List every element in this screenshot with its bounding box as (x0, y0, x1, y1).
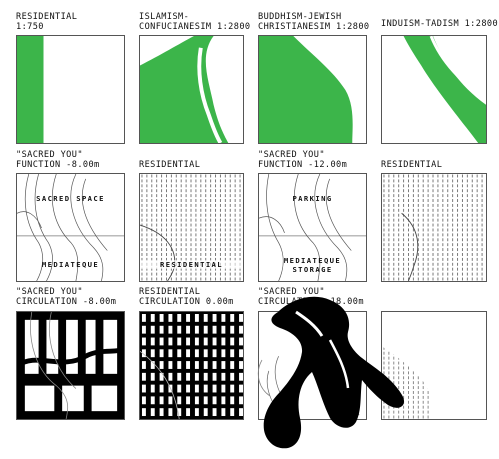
function-12-contour-lines (259, 174, 366, 281)
panel-label: RESIDENTIAL 1:750 (16, 12, 78, 32)
function-contour-lines (17, 174, 124, 281)
islamism-green-shape (140, 36, 229, 143)
induism-taoism-box (381, 35, 487, 144)
residential-circulation-box (139, 311, 244, 420)
residential-function-box-2 (381, 173, 487, 282)
islamism-confucianism-box (139, 35, 244, 144)
parking-label: PARKING (292, 194, 333, 203)
circulation-18-contour-lines (266, 356, 360, 416)
panel-label: RESIDENTIAL CIRCULATION 0.00m (139, 287, 234, 307)
empty-box-hatch (382, 346, 431, 419)
panel-label: RESIDENTIAL (381, 160, 443, 170)
panel-label: INDUISM-TADISM 1:2800 (381, 19, 499, 29)
panel-label: "SACRED YOU" CIRCULATION -18.00m (258, 287, 364, 307)
buddhism-green-shape (259, 36, 353, 143)
residential-circulation-grid (140, 312, 243, 419)
panel-label: "SACRED YOU" FUNCTION -8.00m (16, 150, 100, 170)
mediateque-storage-label: MEDIATEQUE STORAGE (283, 256, 342, 274)
panel-label: BUDDHISM-JEWISH CHRISTIANESIM 1:2800 (258, 12, 370, 32)
panel-label: "SACRED YOU" CIRCULATION -8.00m (16, 287, 117, 307)
induism-green-shape (403, 36, 486, 143)
sacred-you-circulation-18-box (258, 311, 367, 420)
residential-plan-box (16, 35, 125, 144)
residential-grid-pattern-2 (382, 174, 486, 281)
sacred-you-function-8-box: SACRED SPACE MEDIATEQUE (16, 173, 125, 282)
residential-function-box: RESIDENTIAL (139, 173, 244, 282)
sacred-you-circulation-8-box (16, 311, 125, 420)
sacred-you-function-12-box: PARKING MEDIATEQUE STORAGE (258, 173, 367, 282)
sacred-space-label: SACRED SPACE (36, 194, 105, 203)
residential-green-strip (17, 36, 44, 143)
panel-label: RESIDENTIAL (139, 160, 201, 170)
empty-circulation-box (381, 311, 487, 420)
residential-function-label: RESIDENTIAL (140, 260, 243, 269)
mediateque-label: MEDIATEQUE (41, 260, 100, 269)
buddhism-jewish-christianism-box (258, 35, 367, 144)
panel-label: "SACRED YOU" FUNCTION -12.00m (258, 150, 348, 170)
circulation-8-pattern (17, 312, 124, 419)
panel-label: ISLAMISM- CONFUCIANESIM 1:2800 (139, 12, 251, 32)
